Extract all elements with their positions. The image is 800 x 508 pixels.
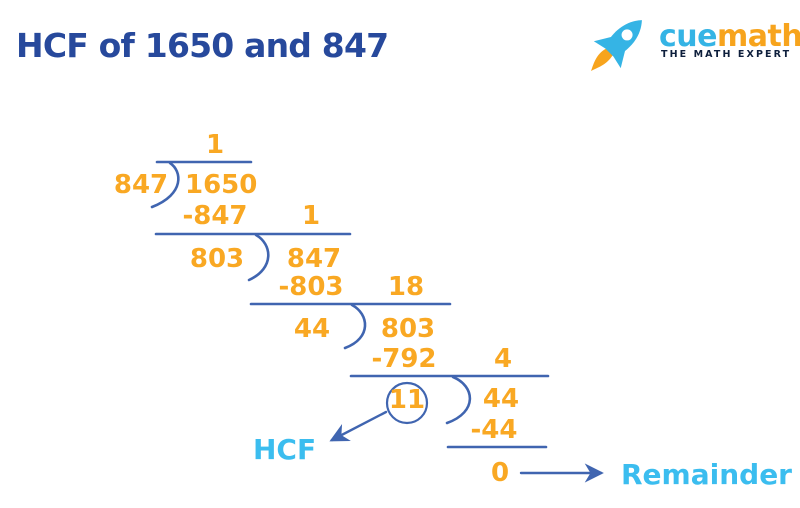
- step2-subtraction: -803: [278, 272, 344, 302]
- rocket-body: [604, 20, 642, 58]
- remainder-label: Remainder: [621, 458, 792, 491]
- step3-subtraction: -792: [371, 344, 437, 374]
- step3-quotient: 18: [387, 272, 425, 302]
- logo-tagline: THE MATH EXPERT: [661, 49, 792, 60]
- rocket-icon: [591, 20, 642, 71]
- cuemath-wordmark: cuemath: [659, 22, 800, 52]
- step1-quotient: 1: [205, 130, 225, 160]
- step4-dividend: 44: [482, 384, 520, 414]
- wordmark-math: math: [717, 19, 800, 54]
- step3-dividend: 803: [380, 314, 436, 344]
- page-title: HCF of 1650 and 847: [16, 26, 389, 65]
- wordmark-cue: cue: [659, 19, 718, 54]
- step4-divisor-hcf-value: 11: [388, 385, 426, 415]
- division-bracket-step-2: [247, 233, 270, 282]
- division-bracket-step-4: [445, 375, 472, 425]
- division-bracket-step-3: [343, 303, 367, 350]
- step1-dividend: 1650: [185, 170, 258, 200]
- rocket-flame: [591, 48, 613, 71]
- cuemath-logo: cuemath THE MATH EXPERT: [584, 0, 800, 84]
- hcf-highlight-circle: [385, 381, 429, 425]
- step1-divisor: 847: [113, 170, 169, 200]
- step2-divisor: 803: [189, 244, 245, 274]
- division-bracket-step-1: [150, 161, 180, 209]
- rocket-window: [621, 29, 633, 41]
- step2-dividend: 847: [286, 244, 342, 274]
- step4-quotient: 4: [493, 344, 513, 374]
- step4-subtraction: -44: [470, 415, 518, 445]
- hcf-label: HCF: [253, 433, 317, 466]
- hcf-arrow: [329, 410, 388, 442]
- step3-divisor: 44: [293, 314, 331, 344]
- final-remainder-value: 0: [490, 458, 510, 488]
- step2-quotient: 1: [301, 201, 321, 231]
- step1-subtraction: -847: [182, 201, 248, 231]
